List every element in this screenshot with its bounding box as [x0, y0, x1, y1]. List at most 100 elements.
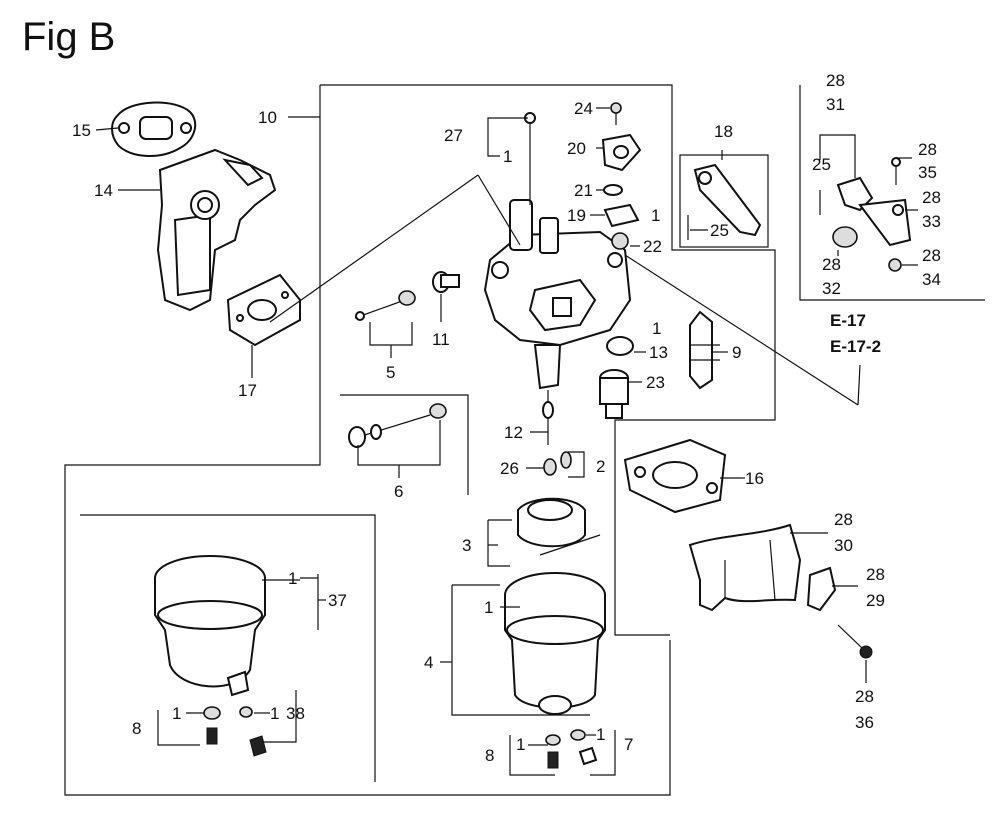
- label-6: 6: [394, 482, 403, 501]
- label-9: 9: [732, 343, 741, 362]
- label-4: 4: [424, 653, 433, 672]
- part-float-3: [517, 497, 601, 556]
- label-1b: 1: [651, 206, 660, 225]
- leader-carb-17: [477, 174, 521, 246]
- label-23: 23: [646, 373, 665, 392]
- label-28d: 28: [826, 71, 845, 90]
- label-32: 32: [822, 279, 841, 298]
- label-21: 21: [574, 181, 593, 200]
- label-28b: 28: [866, 565, 885, 584]
- part-washer-21: [603, 184, 623, 196]
- part-screw-36: [837, 624, 873, 659]
- label-3: 3: [462, 536, 471, 555]
- label-27: 27: [444, 126, 463, 145]
- label-28c: 28: [855, 687, 874, 706]
- main-outline: [320, 84, 673, 135]
- part-34: [888, 258, 902, 272]
- label-28a: 28: [834, 510, 853, 529]
- label-1c: 1: [652, 319, 661, 338]
- label-35: 35: [918, 163, 937, 182]
- part-gasket-16: [623, 438, 727, 514]
- part-plug-11: [432, 271, 460, 293]
- leader-e17: [624, 254, 859, 406]
- part-screw-27: [524, 112, 536, 205]
- reference-e17: E-17: [830, 311, 866, 330]
- part-carburetor-body: [483, 199, 632, 390]
- label-1f: 1: [596, 725, 605, 744]
- label-28h: 28: [822, 255, 841, 274]
- part-screw-24: [610, 102, 622, 125]
- label-22: 22: [643, 237, 662, 256]
- part-screw-8: [545, 734, 561, 769]
- label-36: 36: [855, 713, 874, 732]
- label-31: 31: [826, 95, 845, 114]
- label-20: 20: [567, 139, 586, 158]
- label-17: 17: [238, 381, 257, 400]
- label-7: 7: [624, 735, 633, 754]
- label-15: 15: [72, 121, 91, 140]
- part-float-bowl-4: [504, 572, 606, 715]
- part-gasket-17: [226, 273, 301, 347]
- brackets: [157, 117, 856, 776]
- label-33: 33: [922, 212, 941, 231]
- callout-labels: 15 14 10 17 5 11 6 27 1 24 20 21 19 1 22…: [72, 71, 941, 765]
- label-25a: 25: [710, 221, 729, 240]
- part-spring-32: [832, 226, 858, 248]
- label-8b: 8: [132, 719, 141, 738]
- part-cap-19: [603, 203, 640, 228]
- leader-e17-arrow: [857, 364, 861, 406]
- part-washer-7: [570, 729, 598, 766]
- part-bowl-37: [154, 555, 266, 697]
- part-29: [806, 566, 837, 612]
- part-35: [891, 157, 901, 185]
- label-1g: 1: [288, 569, 297, 588]
- label-8a: 8: [485, 746, 494, 765]
- box-18: [679, 154, 769, 248]
- part-screw-5: [354, 290, 416, 321]
- part-shield-30: [688, 523, 802, 612]
- label-30: 30: [834, 536, 853, 555]
- part-screw-6: [348, 403, 447, 448]
- label-38: 38: [286, 704, 305, 723]
- part-cover-20: [601, 133, 642, 172]
- part-needle-12: [542, 390, 554, 445]
- label-28g: 28: [922, 246, 941, 265]
- part-oring-13: [606, 336, 634, 356]
- leaders: [95, 107, 918, 683]
- label-5: 5: [386, 363, 395, 382]
- right-outline: [614, 135, 776, 636]
- part-jet-23: [599, 369, 629, 419]
- figure-title: Fig B: [22, 15, 115, 59]
- left-outline: [64, 85, 671, 796]
- label-13: 13: [649, 343, 668, 362]
- part-26: [543, 458, 557, 476]
- label-10: 10: [258, 108, 277, 127]
- part-33: [858, 198, 912, 247]
- part-throttle-18: [687, 163, 762, 240]
- box-e17: [799, 85, 985, 301]
- label-1e: 1: [516, 735, 525, 754]
- box-37: [80, 514, 376, 782]
- box-6: [340, 394, 469, 495]
- label-29: 29: [866, 591, 885, 610]
- part-screw-8b: [203, 706, 221, 745]
- label-2: 2: [596, 457, 605, 476]
- part-oring-22: [611, 232, 629, 250]
- label-25b: 25: [812, 155, 831, 174]
- label-1i: 1: [270, 704, 279, 723]
- label-24: 24: [574, 99, 593, 118]
- label-37: 37: [328, 591, 347, 610]
- part-washer-38: [239, 706, 267, 757]
- label-26: 26: [500, 459, 519, 478]
- leader-17b: [269, 174, 479, 323]
- reference-e17-2: E-17-2: [830, 337, 881, 356]
- label-19: 19: [567, 206, 586, 225]
- label-34: 34: [922, 270, 941, 289]
- label-1a: 1: [503, 147, 512, 166]
- label-1h: 1: [172, 704, 181, 723]
- part-gasket-15: [111, 101, 197, 157]
- label-1d: 1: [484, 598, 493, 617]
- label-11: 11: [432, 330, 450, 349]
